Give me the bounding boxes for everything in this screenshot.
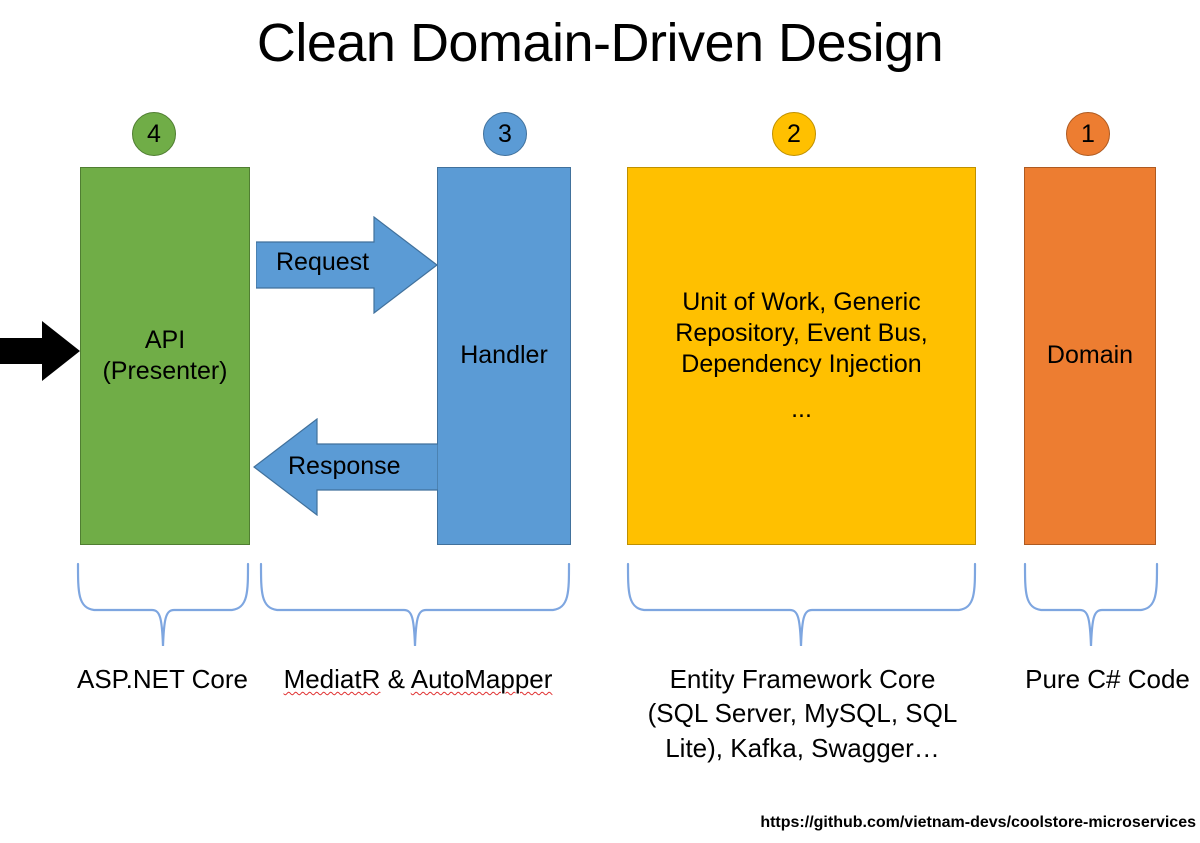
badge-3-label: 3: [498, 119, 512, 148]
badge-2-label: 2: [787, 119, 801, 148]
request-arrow-icon: [256, 216, 438, 314]
caption-infrastructure-line1: Entity Framework Core: [669, 664, 936, 694]
caption-application-mediatr: MediatR: [283, 664, 381, 694]
layer-box-handler-label: Handler: [460, 341, 548, 370]
caption-presentation-label: ASP.NET Core: [76, 664, 248, 694]
footer-url[interactable]: https://github.com/vietnam-devs/coolstor…: [760, 814, 1196, 831]
caption-application-amp: [380, 664, 387, 694]
layer-box-infrastructure-line4: ...: [791, 395, 812, 424]
caption-infrastructure: Entity Framework Core (SQL Server, MySQL…: [620, 662, 985, 765]
badge-3: 3: [483, 112, 527, 156]
request-label: Request: [276, 248, 370, 276]
layer-box-api-line1: API: [144, 325, 186, 354]
caption-infrastructure-line3: Lite), Kafka, Swagger…: [665, 732, 940, 763]
layer-box-domain-label: Domain: [1046, 341, 1134, 370]
brace-presentation: [76, 562, 250, 647]
brace-domain: [1023, 562, 1159, 647]
caption-application: MediatR & AutoMapper: [258, 662, 578, 696]
layer-box-infrastructure-line3: Dependency Injection: [681, 350, 922, 378]
caption-domain-label: Pure C# Code: [1025, 664, 1190, 694]
layer-box-domain: Domain: [1024, 167, 1156, 545]
caption-application-automapper: AutoMapper: [410, 664, 553, 694]
response-label: Response: [288, 452, 401, 480]
caption-presentation: ASP.NET Core: [60, 662, 265, 696]
page-title: Clean Domain-Driven Design: [256, 13, 944, 73]
response-arrow-icon: [253, 418, 438, 516]
caption-infrastructure-line2: (SQL Server, MySQL, SQL: [647, 698, 958, 729]
badge-4: 4: [132, 112, 176, 156]
badge-4-label: 4: [147, 119, 161, 148]
layer-box-infrastructure-line2: Repository, Event Bus,: [675, 318, 928, 347]
caption-domain: Pure C# Code: [1015, 662, 1200, 696]
badge-1: 1: [1066, 112, 1110, 156]
caption-application-ampersand: &: [387, 664, 405, 694]
layer-box-infrastructure: Unit of Work, Generic Repository, Event …: [627, 167, 976, 545]
brace-infrastructure: [626, 562, 977, 647]
layer-box-api: API (Presenter): [80, 167, 250, 545]
badge-1-label: 1: [1081, 119, 1095, 148]
layer-box-handler: Handler: [437, 167, 571, 545]
black-arrow-icon: [0, 321, 80, 381]
brace-application: [259, 562, 571, 647]
layer-box-api-line2: (Presenter): [102, 357, 228, 385]
badge-2: 2: [772, 112, 816, 156]
layer-box-infrastructure-line1: Unit of Work, Generic: [682, 287, 921, 316]
